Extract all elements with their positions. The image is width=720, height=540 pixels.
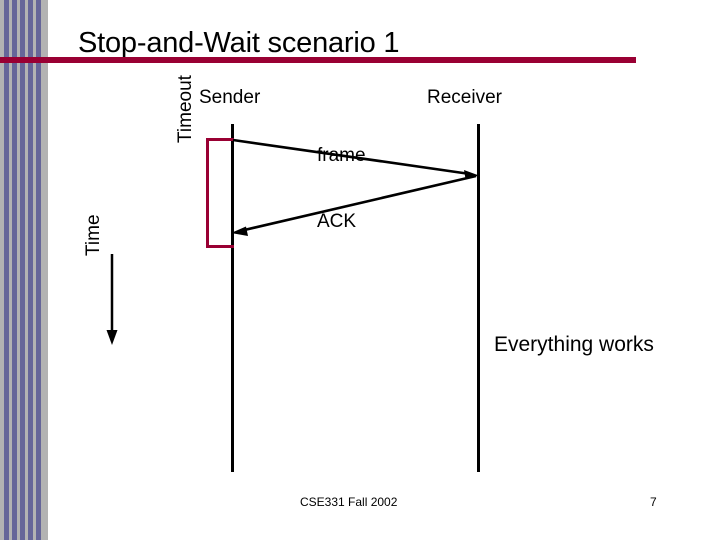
ack-label: ACK [317, 211, 357, 232]
time-arrow-icon [100, 254, 124, 351]
frame-label: frame [317, 145, 366, 166]
timeout-label: Timeout [175, 75, 196, 143]
footer-course-label: CSE331 Fall 2002 [300, 495, 398, 509]
footer-page-number: 7 [650, 495, 657, 509]
decorative-stripe-2 [12, 0, 17, 540]
decorative-stripe-1 [4, 0, 9, 540]
title-underline-rule [0, 57, 636, 63]
time-axis-label: Time [83, 214, 104, 256]
receiver-label: Receiver [427, 87, 502, 108]
page-title: Stop-and-Wait scenario 1 [78, 27, 400, 59]
decorative-stripe-5 [36, 0, 41, 540]
sender-label: Sender [199, 87, 261, 108]
left-stripe-band [0, 0, 48, 540]
receiver-lifeline [477, 124, 480, 472]
everything-works-note: Everything works [494, 333, 654, 356]
timeout-bracket [206, 138, 234, 248]
decorative-stripe-3 [20, 0, 25, 540]
decorative-stripe-4 [28, 0, 33, 540]
sender-lifeline [231, 124, 234, 472]
